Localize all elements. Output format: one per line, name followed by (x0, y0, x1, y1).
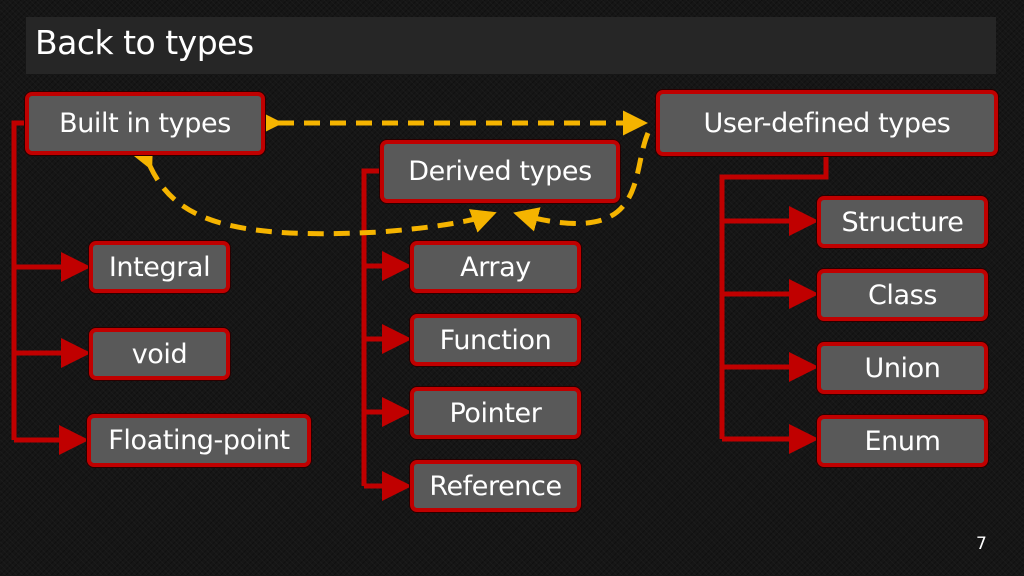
user-defined-types-node: User-defined types (656, 90, 998, 156)
array-node: Array (410, 241, 581, 293)
void-node: void (89, 328, 230, 380)
floating-point-node: Floating-point (87, 414, 311, 467)
union-node: Union (817, 342, 988, 394)
user-defined-trunk (719, 155, 829, 439)
slide-title: Back to types (35, 23, 254, 62)
title-bar: Back to types (26, 17, 996, 74)
derived-types-node: Derived types (380, 140, 620, 203)
integral-node: Integral (89, 241, 230, 293)
derived-trunk (361, 168, 382, 486)
structure-node: Structure (817, 196, 988, 248)
enum-node: Enum (817, 415, 988, 467)
page-number: 7 (976, 534, 987, 554)
reference-node: Reference (410, 460, 581, 512)
built-in-trunk (11, 120, 27, 440)
pointer-node: Pointer (410, 387, 581, 439)
function-node: Function (410, 314, 581, 366)
dashed-arrow-userdefined-derived (513, 132, 651, 232)
class-node: Class (817, 269, 988, 321)
built-in-types-node: Built in types (25, 92, 265, 155)
